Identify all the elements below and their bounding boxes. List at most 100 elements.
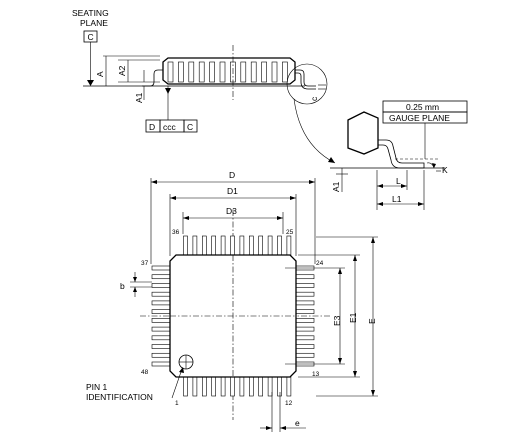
lead-detail-view: 0.25 mm GAUGE PLANE K A1 L L1 bbox=[330, 100, 468, 210]
left-gull-wing-lead bbox=[142, 69, 163, 87]
lead-bottom bbox=[230, 375, 235, 397]
dim-l1-label: L1 bbox=[392, 194, 402, 204]
dim-d1-label: D1 bbox=[227, 186, 238, 196]
lead-right bbox=[294, 300, 315, 306]
lead-top bbox=[202, 235, 207, 257]
pin1-id-label-line2: IDENTIFICATION bbox=[86, 392, 153, 402]
datum-c-label: C bbox=[88, 32, 94, 42]
lead-left bbox=[151, 344, 172, 349]
lead-right bbox=[294, 291, 315, 297]
lead-right bbox=[294, 344, 315, 349]
lead-left bbox=[151, 318, 172, 323]
lead-bottom bbox=[202, 375, 207, 397]
dim-c-label: c bbox=[309, 96, 319, 101]
lead-side bbox=[178, 61, 184, 83]
lead-top bbox=[249, 235, 254, 257]
lead-bottom bbox=[267, 375, 273, 397]
lead-top bbox=[192, 235, 198, 257]
lead-top bbox=[239, 235, 245, 257]
top-view: D D1 D3 E3 bbox=[86, 170, 378, 432]
pin-13-label: 13 bbox=[312, 371, 320, 378]
lead-left bbox=[151, 352, 172, 358]
lead-side bbox=[271, 61, 278, 83]
lead-left bbox=[151, 326, 172, 332]
fcf-datum: C bbox=[187, 122, 193, 132]
pin1-leader bbox=[171, 368, 183, 399]
pin-37-label: 37 bbox=[141, 260, 149, 267]
dim-pitch-label: e bbox=[295, 418, 300, 428]
pin-1-label: 1 bbox=[175, 400, 179, 407]
lead-side bbox=[240, 61, 247, 83]
lead-bottom bbox=[286, 375, 292, 397]
lead-right bbox=[294, 318, 315, 323]
lead-top bbox=[277, 235, 282, 257]
lead-bottom bbox=[220, 375, 226, 397]
dim-b-label: b bbox=[120, 281, 125, 291]
lead-top bbox=[183, 235, 188, 257]
fcf-tolerance: ccc bbox=[163, 122, 177, 132]
lead-left bbox=[151, 274, 172, 280]
lead-left bbox=[151, 265, 172, 271]
gauge-value: 0.25 mm bbox=[406, 102, 439, 112]
gauge-plane-label: GAUGE PLANE bbox=[389, 113, 450, 123]
lead-top bbox=[211, 235, 216, 257]
lead-left bbox=[151, 335, 172, 341]
dim-e3-label: E3 bbox=[332, 315, 342, 326]
lead-bottom bbox=[192, 375, 198, 397]
detail-body bbox=[347, 111, 379, 155]
lead-right bbox=[294, 352, 315, 358]
lead-bottom bbox=[211, 375, 216, 397]
lead-bottom bbox=[258, 375, 264, 397]
seating-plane-label-line2: PLANE bbox=[80, 18, 108, 28]
lead-right bbox=[294, 309, 315, 314]
lead-side bbox=[261, 61, 267, 83]
lead-side bbox=[167, 61, 174, 83]
lead-bottom bbox=[183, 375, 188, 397]
pin-36-label: 36 bbox=[172, 229, 180, 236]
lead-bottom bbox=[239, 375, 245, 397]
lead-right bbox=[294, 335, 315, 341]
detail-leader-arrow bbox=[293, 98, 336, 164]
lead-right bbox=[294, 283, 315, 288]
lead-side bbox=[198, 61, 205, 83]
lead-top bbox=[230, 235, 235, 257]
side-view: SEATING PLANE C A A2 A1 bbox=[72, 8, 336, 164]
dim-e1-label: E1 bbox=[348, 312, 358, 323]
lead-left bbox=[151, 300, 172, 306]
lead-side bbox=[188, 61, 195, 83]
dim-k-label: K bbox=[442, 165, 448, 175]
detail-circle bbox=[286, 63, 328, 105]
lead-side bbox=[209, 61, 215, 83]
dim-l-label: L bbox=[396, 176, 401, 186]
lead-top bbox=[286, 235, 292, 257]
pin-48-label: 48 bbox=[141, 369, 149, 376]
lead-left bbox=[151, 361, 172, 367]
lead-right bbox=[294, 326, 315, 332]
pin-12-label: 12 bbox=[285, 400, 293, 407]
pin1-id-label-line1: PIN 1 bbox=[86, 382, 108, 392]
lead-bottom bbox=[249, 375, 254, 397]
dim-d3-label: D3 bbox=[226, 206, 237, 216]
lead-left bbox=[151, 291, 172, 297]
seating-plane-label-line1: SEATING bbox=[72, 8, 109, 18]
fcf-symbol: D bbox=[149, 122, 155, 132]
dim-d-label: D bbox=[229, 170, 235, 180]
detail-lead bbox=[377, 139, 425, 169]
lead-left bbox=[151, 309, 172, 314]
lead-right bbox=[294, 274, 315, 280]
dim-a1-detail-label: A1 bbox=[331, 181, 341, 192]
dim-a1-label: A1 bbox=[134, 92, 144, 103]
lead-top bbox=[258, 235, 264, 257]
dim-a2-label: A2 bbox=[117, 65, 127, 76]
pin-24-label: 24 bbox=[316, 260, 324, 267]
lead-bottom bbox=[277, 375, 282, 397]
lead-side bbox=[282, 61, 288, 83]
lead-top bbox=[267, 235, 273, 257]
pin-25-label: 25 bbox=[286, 229, 294, 236]
lead-side bbox=[250, 61, 257, 83]
dim-e-label: E bbox=[367, 318, 377, 324]
right-gull-wing-lead bbox=[295, 69, 316, 87]
seating-plane-arrow bbox=[87, 80, 94, 86]
feature-control-frame: D ccc C bbox=[145, 119, 198, 133]
